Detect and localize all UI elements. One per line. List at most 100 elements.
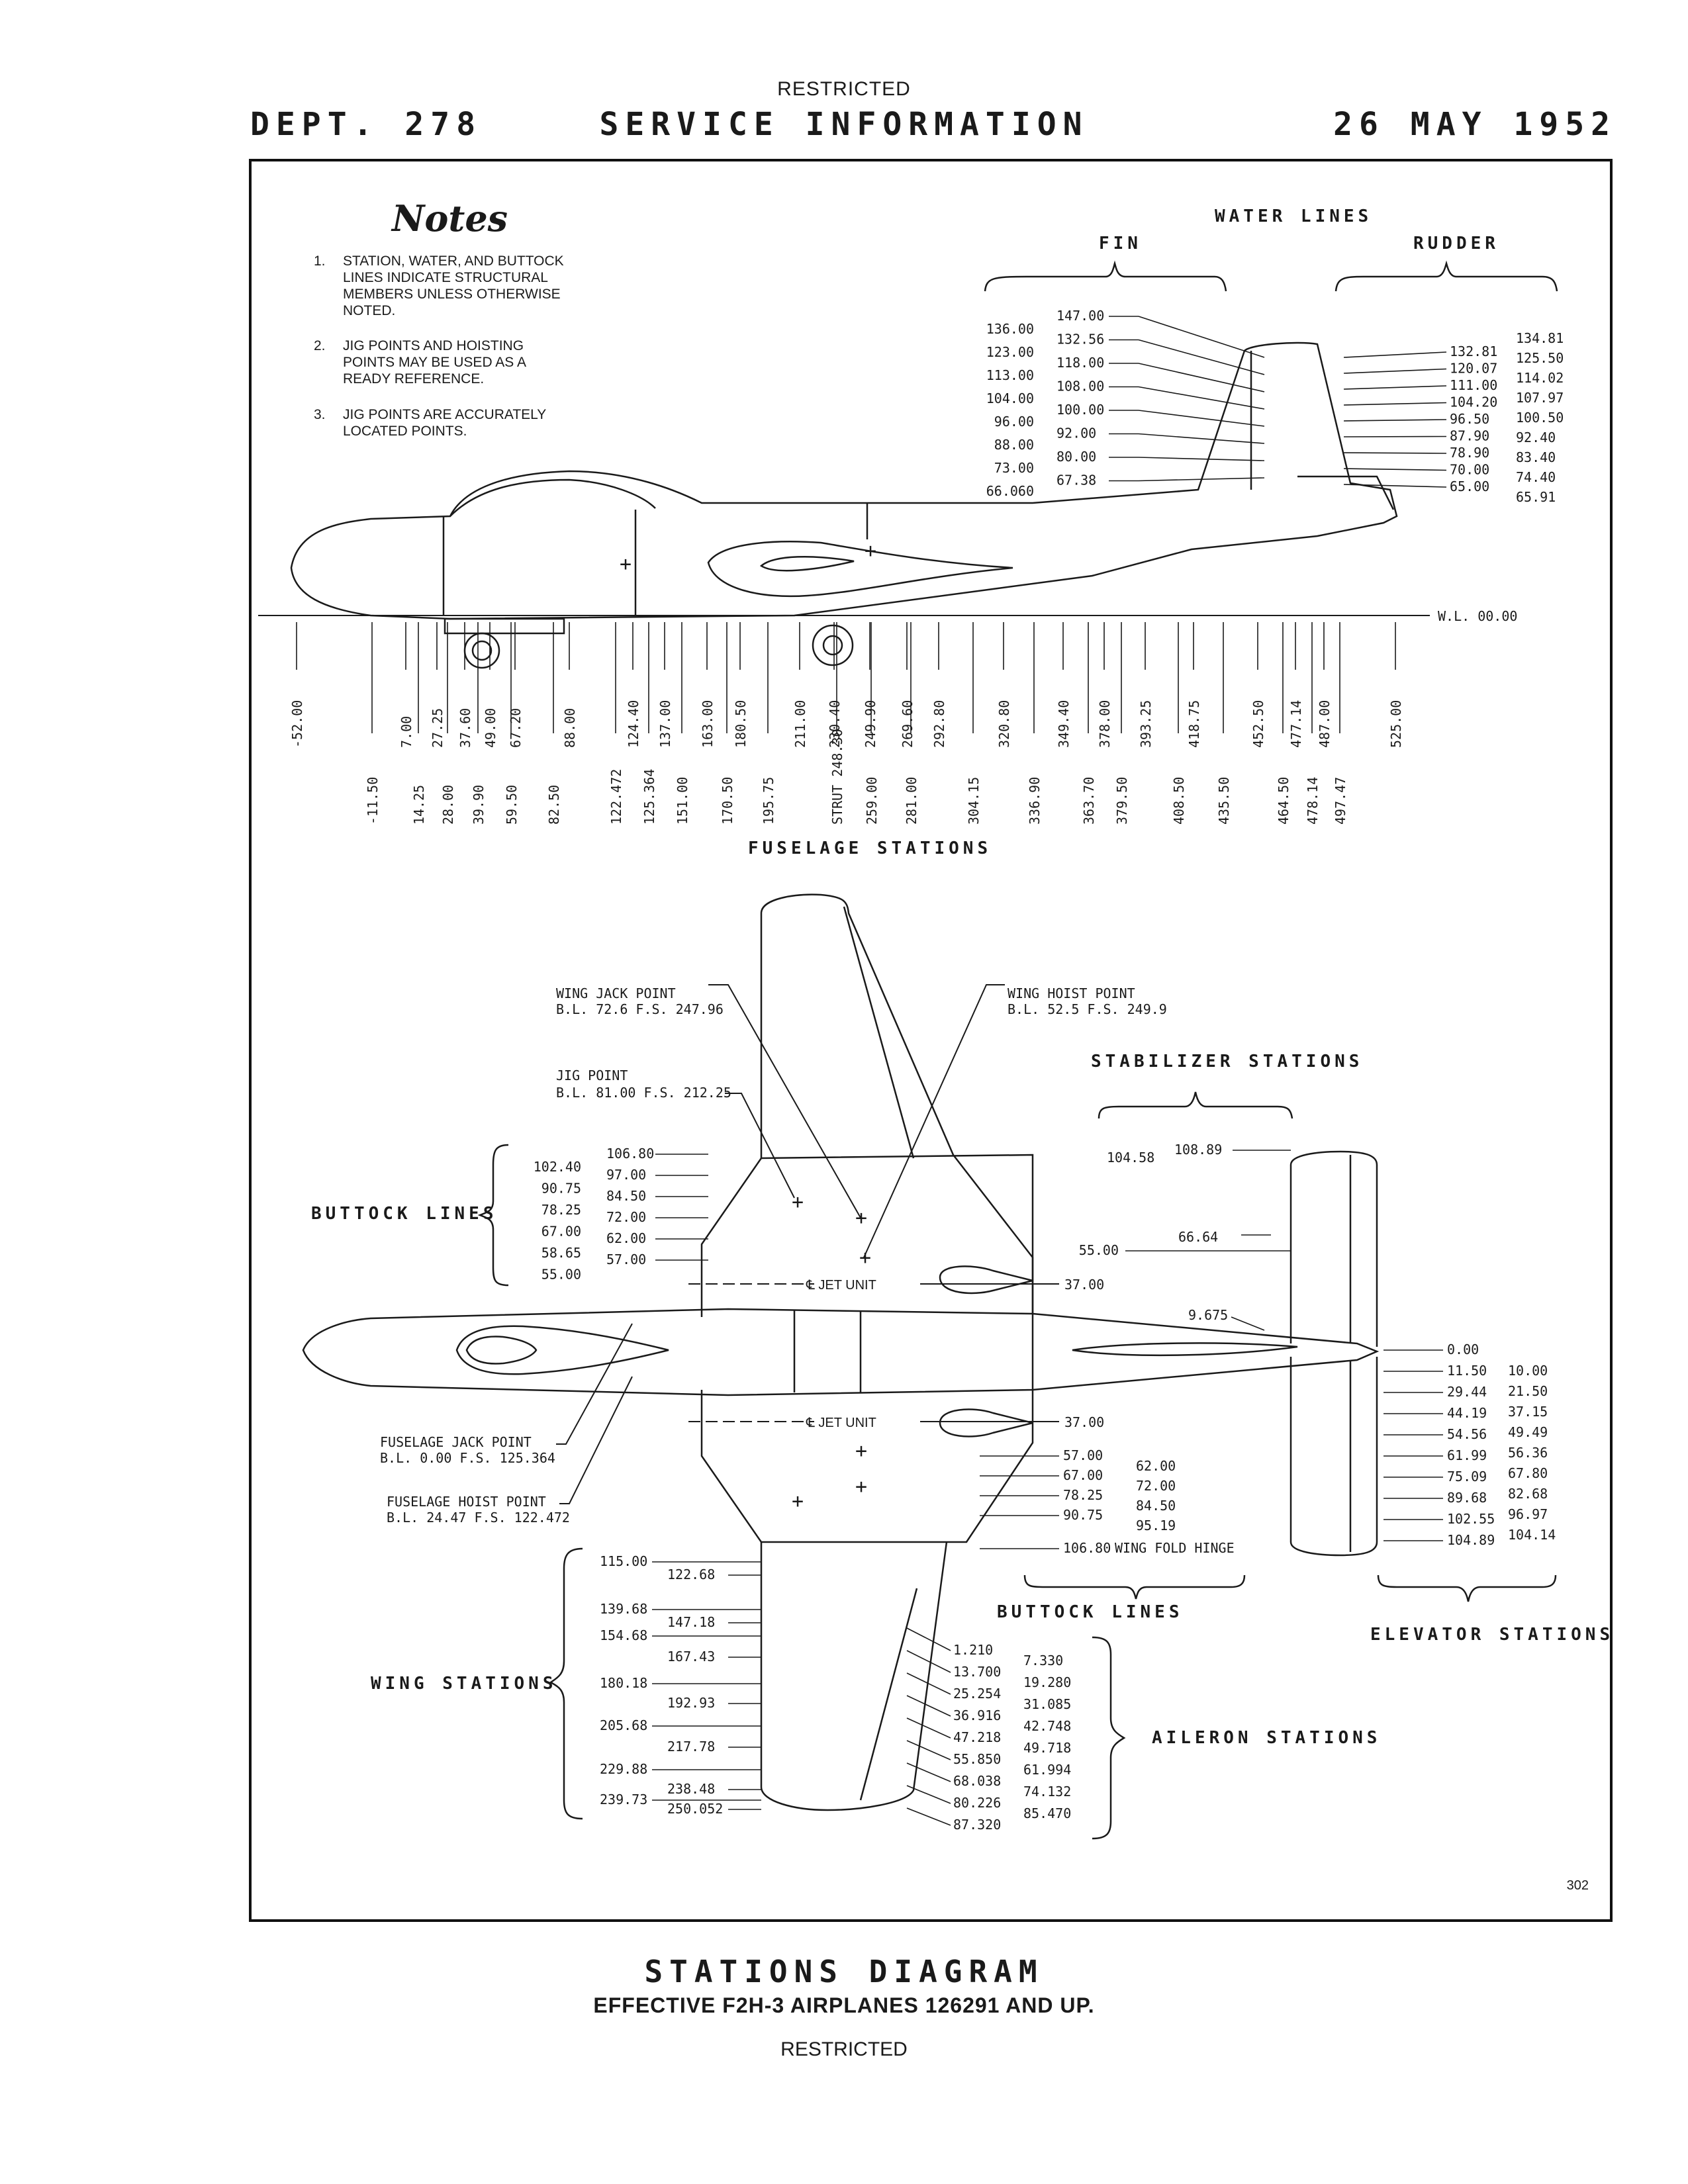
wing-jack-point-title: WING JACK POINT (556, 985, 676, 1001)
wing-station-label: 217.78 (667, 1739, 715, 1754)
fuselage-station-label: 259.00 (864, 777, 880, 825)
fuselage-station-label: 28.00 (440, 785, 456, 825)
leader-line (1343, 368, 1447, 374)
note-number: 1. (314, 253, 326, 269)
aileron-station-label: 25.254 (953, 1686, 1001, 1702)
wing-station-label: 205.68 (600, 1717, 647, 1733)
wing-station-label: 238.48 (667, 1781, 715, 1797)
water-lines-heading: WATER LINES (1215, 206, 1372, 226)
wing-station-label: 239.73 (600, 1792, 647, 1807)
fuselage-station-label: 452.50 (1250, 700, 1266, 748)
fuselage-station-label: 7.00 (399, 716, 414, 748)
elevator-heading: ELEVATOR STATIONS (1370, 1625, 1614, 1645)
buttock-line-label: 95.19 (1136, 1518, 1176, 1533)
leader-line (1343, 402, 1447, 406)
buttock-line-label: 62.00 (1136, 1458, 1176, 1474)
dept-label: DEPT. 278 (250, 106, 483, 143)
aileron-station-label: 49.718 (1023, 1740, 1071, 1756)
page-number: 302 (1566, 1878, 1589, 1893)
fuselage-station-label: 336.90 (1027, 777, 1043, 825)
fuselage-station-label: 393.25 (1138, 700, 1154, 748)
fuselage-station-label: 349.40 (1056, 700, 1072, 748)
note-3: 3. JIG POINTS ARE ACCURATELY LOCATED POI… (314, 406, 575, 439)
jack-mark: + (855, 1206, 867, 1230)
fuselage-station-label: 27.25 (430, 708, 445, 748)
elevator-station-label: 96.97 (1508, 1506, 1548, 1522)
rudder-water-line-label: 100.50 (1516, 410, 1564, 426)
plus-mark: + (855, 1439, 867, 1463)
plan-lower-wing (760, 1541, 948, 1811)
stabilizer-station-label: 66.64 (1178, 1229, 1218, 1245)
fuselage-station-label: 14.25 (411, 785, 427, 825)
fuselage-station-label: 211.00 (792, 700, 808, 748)
fin-water-line-label: 136.00 (986, 321, 1034, 337)
stabilizer-station-label: 55.00 (1079, 1242, 1119, 1258)
fin-water-line-label: 118.00 (1056, 355, 1104, 371)
plan-fuselage-outline (302, 1308, 1380, 1396)
elevator-station-label: 89.68 (1447, 1490, 1487, 1506)
plan-upper-wing (760, 893, 1034, 1314)
fuselage-station-label: 478.14 (1305, 777, 1321, 825)
leader-line (906, 1717, 951, 1739)
fuselage-station-label: 320.80 (996, 700, 1012, 748)
elevator-station-label: 56.36 (1508, 1445, 1548, 1461)
wing-fold-hinge-label: WING FOLD HINGE (1115, 1540, 1235, 1556)
buttock-line-label: 84.50 (606, 1188, 646, 1204)
stabilizer-station-label: 104.58 (1107, 1150, 1154, 1165)
rudder-water-line-label: 120.07 (1450, 361, 1497, 377)
jet-unit-upper-value: 37.00 (1064, 1277, 1104, 1293)
stabilizer-heading: STABILIZER STATIONS (1091, 1052, 1363, 1071)
fuselage-hoist-point-title: FUSELAGE HOIST POINT (387, 1494, 546, 1510)
buttock-line-label: 55.00 (541, 1267, 581, 1283)
rudder-water-line-label: 132.81 (1450, 343, 1497, 359)
fin-water-line-label: 104.00 (986, 390, 1034, 406)
leader-line (1138, 386, 1265, 410)
wing-station-label: 180.18 (600, 1675, 647, 1691)
note-number: 2. (314, 338, 326, 353)
fuselage-station-label: 249.90 (863, 700, 878, 748)
leader-line (906, 1695, 951, 1717)
fuselage-hoist-point-detail: B.L. 24.47 F.S. 122.472 (387, 1510, 570, 1525)
wing-hoist-point-title: WING HOIST POINT (1008, 985, 1135, 1001)
fuselage-station-label: 363.70 (1081, 777, 1097, 825)
fuselage-station-label: 49.00 (483, 708, 498, 748)
fuselage-station-label: 379.50 (1114, 777, 1130, 825)
buttock-line-label: 67.00 (1063, 1467, 1103, 1483)
rudder-water-line-label: 70.00 (1450, 462, 1489, 478)
fin-water-line-label: 132.56 (1056, 332, 1104, 347)
buttock-line-label: 67.00 (541, 1224, 581, 1240)
fuselage-station-label: 137.00 (657, 700, 673, 748)
aileron-station-label: 31.085 (1023, 1696, 1071, 1712)
wing-station-label: 167.43 (667, 1649, 715, 1664)
wing-station-label: 192.93 (667, 1695, 715, 1711)
aileron-station-label: 61.994 (1023, 1762, 1071, 1778)
buttock-line-label: 102.40 (534, 1159, 581, 1175)
fin-water-line-label: 92.00 (1056, 426, 1096, 441)
page-title: SERVICE INFORMATION (599, 106, 1089, 143)
fuselage-station-label: 170.50 (720, 777, 735, 825)
fuselage-jack-point-detail: B.L. 0.00 F.S. 125.364 (380, 1450, 555, 1466)
buttock-line-label: 72.00 (606, 1209, 646, 1225)
wing-station-label: 115.00 (600, 1553, 647, 1569)
leader-line (906, 1785, 951, 1804)
plan-upper-jet (939, 1265, 1033, 1295)
notes-title: Notes (392, 197, 508, 240)
aileron-station-label: 42.748 (1023, 1718, 1071, 1734)
fuselage-station-label: 163.00 (700, 700, 716, 748)
wing-jack-point-detail: B.L. 72.6 F.S. 247.96 (556, 1001, 724, 1017)
wing-station-label: 147.18 (667, 1614, 715, 1630)
plus-mark: + (620, 553, 632, 576)
elevator-station-label: 61.99 (1447, 1447, 1487, 1463)
jig-point-title: JIG POINT (556, 1068, 628, 1083)
fin-water-line-label: 80.00 (1056, 449, 1096, 465)
side-fuselage-outline (290, 341, 1398, 620)
rudder-water-line-label: 125.50 (1516, 350, 1564, 366)
elevator-station-label: 104.89 (1447, 1532, 1495, 1548)
stabilizer-station-label: 108.89 (1174, 1142, 1222, 1158)
leader-line (906, 1672, 951, 1695)
buttock-line-label: 57.00 (1063, 1447, 1103, 1463)
leader-line (1343, 385, 1447, 390)
buttock-line-label: 90.75 (1063, 1507, 1103, 1523)
aileron-station-label: 47.218 (953, 1729, 1001, 1745)
